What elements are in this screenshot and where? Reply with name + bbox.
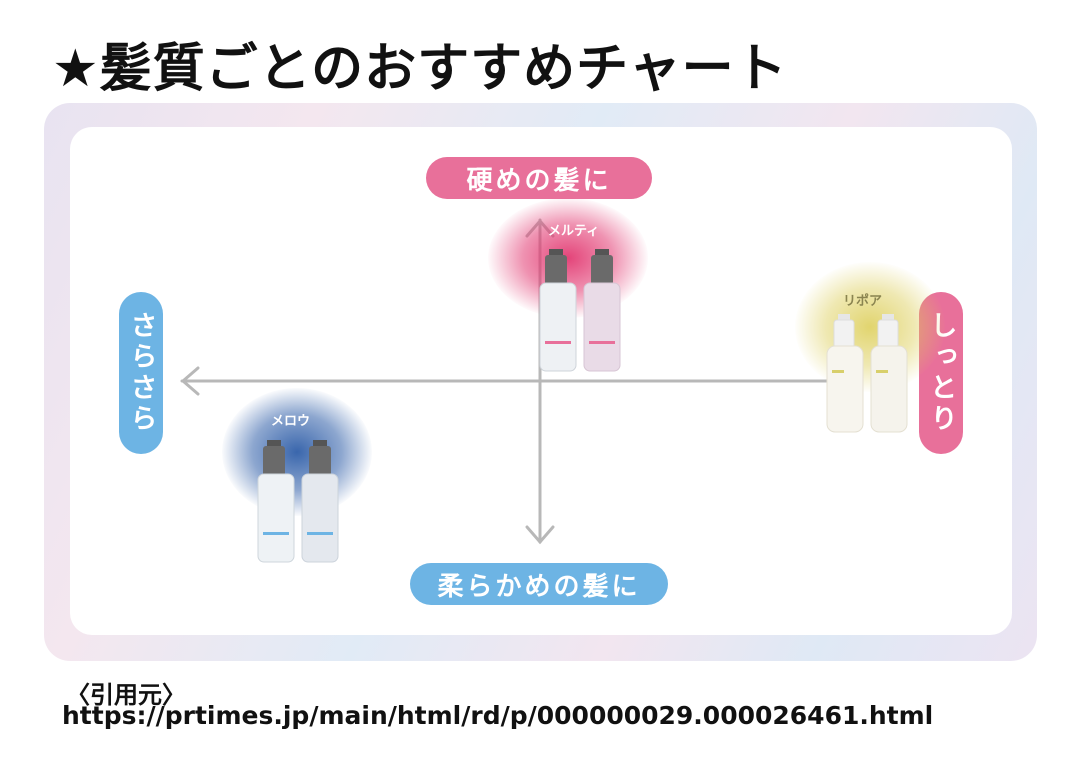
product-label-mellow: メロウ bbox=[271, 414, 311, 429]
product-glow-mellow bbox=[222, 388, 372, 516]
axis-label-top: 硬めの髪に bbox=[426, 157, 652, 199]
axis-label-left: さらさら bbox=[119, 292, 163, 454]
citation-url[interactable]: https://prtimes.jp/main/html/rd/p/000000… bbox=[62, 701, 934, 730]
page-title: ★髪質ごとのおすすめチャート bbox=[52, 39, 788, 99]
citation-label: 〈引用元〉 bbox=[66, 681, 186, 709]
product-label-ripoa: リポア bbox=[843, 294, 883, 309]
product-glow-ripoa bbox=[795, 262, 945, 392]
product-bottles-mellow bbox=[257, 440, 339, 563]
down-arrow-head bbox=[525, 525, 555, 545]
left-arrow-head bbox=[180, 366, 200, 396]
product-bottles-melty bbox=[539, 249, 621, 372]
axis-label-bottom: 柔らかめの髪に bbox=[410, 563, 668, 605]
product-bottles-ripoa bbox=[826, 314, 908, 433]
product-label-melty: メルティ bbox=[548, 224, 600, 239]
